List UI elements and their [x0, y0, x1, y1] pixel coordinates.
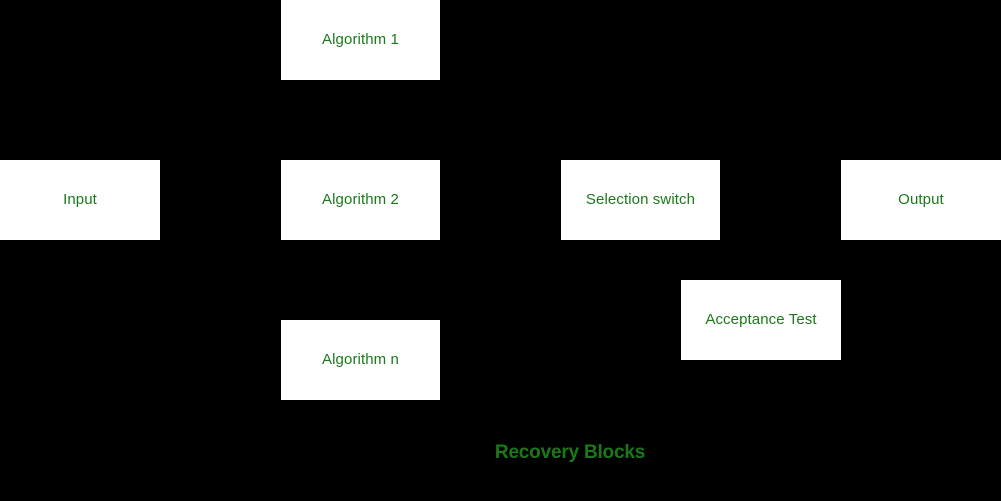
diagram-node-selection-switch[interactable]: Selection switch: [561, 160, 720, 240]
diagram-node-input[interactable]: Input: [0, 160, 160, 240]
diagram-node-output[interactable]: Output: [841, 160, 1001, 240]
node-label-input: Input: [63, 190, 97, 208]
node-label-algorithm-2: Algorithm 2: [322, 190, 399, 208]
node-label-selection-switch: Selection switch: [585, 190, 696, 208]
node-label-acceptance-test: Acceptance Test: [705, 310, 817, 328]
diagram-node-acceptance-test[interactable]: Acceptance Test: [681, 280, 841, 360]
node-label-output: Output: [898, 190, 944, 208]
diagram-node-algorithm-n[interactable]: Algorithm n: [281, 320, 440, 400]
diagram-caption: Recovery Blocks: [494, 442, 646, 463]
node-label-algorithm-1: Algorithm 1: [322, 30, 399, 48]
node-label-algorithm-n: Algorithm n: [322, 350, 399, 368]
diagram-node-algorithm-2[interactable]: Algorithm 2: [281, 160, 440, 240]
diagram-node-algorithm-1[interactable]: Algorithm 1: [281, 0, 440, 80]
